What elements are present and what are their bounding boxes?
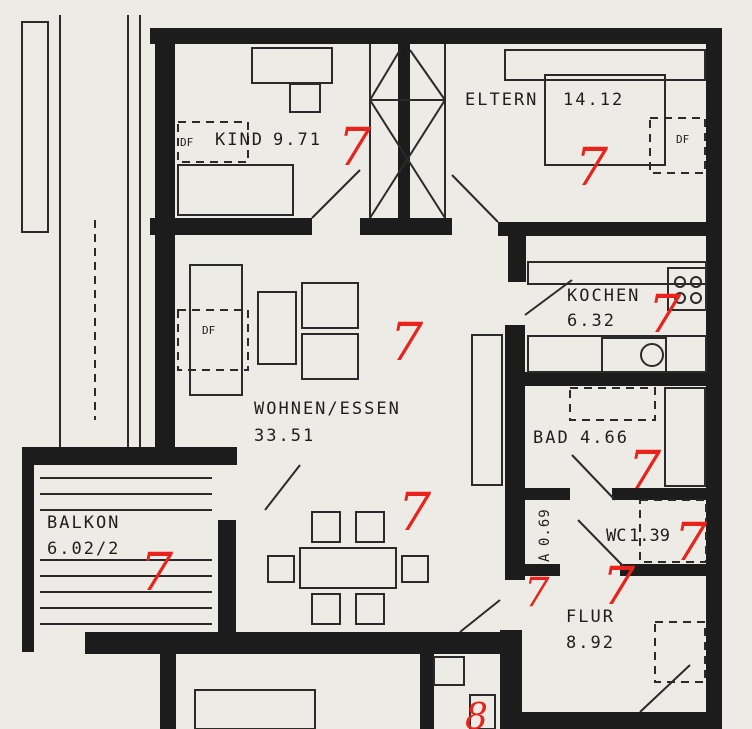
mark-essen: 7 xyxy=(398,483,432,543)
room-name-eltern: ELTERN xyxy=(465,90,538,110)
room-area-eltern: 14.12 xyxy=(563,90,624,110)
df-label: DF xyxy=(202,324,215,337)
room-name-kochen: KOCHEN xyxy=(567,286,640,306)
room-name-a: A xyxy=(537,553,553,562)
room-name-bad: BAD xyxy=(533,428,570,448)
df-label: DF xyxy=(180,136,193,149)
balcony-slats xyxy=(40,477,212,625)
mark-wc: 7 xyxy=(674,513,708,573)
mark-eltern: 7 xyxy=(575,138,609,198)
room-name-balkon: BALKON xyxy=(47,513,120,533)
room-area-flur: 8.92 xyxy=(566,633,615,653)
mark-kind: 7 xyxy=(338,118,372,178)
exterior-strip-left xyxy=(21,15,141,450)
room-name-flur: FLUR xyxy=(566,607,615,627)
mark-flur: 7 xyxy=(602,557,636,617)
mark-a: 7 xyxy=(524,570,550,616)
room-area-wc: 1.39 xyxy=(629,526,670,546)
room-name-wc: WC xyxy=(606,526,626,546)
mark-wohnen: 7 xyxy=(390,313,424,373)
room-area-kind: 9.71 xyxy=(273,130,322,150)
room-area-kochen: 6.32 xyxy=(567,311,616,331)
furniture xyxy=(177,44,707,729)
room-name-wohnen-essen: WOHNEN/ESSEN xyxy=(254,399,401,419)
room-area-a: 0.69 xyxy=(537,508,553,546)
mark-bad: 7 xyxy=(628,441,662,501)
mark-kochen: 7 xyxy=(648,285,682,345)
room-area-bad: 4.66 xyxy=(580,428,629,448)
room-name-kind: KIND xyxy=(215,130,264,150)
mark-bottom: 8 xyxy=(465,697,488,729)
room-area-balkon: 6.02/2 xyxy=(47,539,120,559)
mark-balkon: 7 xyxy=(140,543,174,603)
room-area-wohnen-essen: 33.51 xyxy=(254,426,315,446)
df-label: DF xyxy=(676,133,689,146)
room-label-abstell: A 0.69 xyxy=(537,508,553,562)
walls xyxy=(22,28,722,729)
